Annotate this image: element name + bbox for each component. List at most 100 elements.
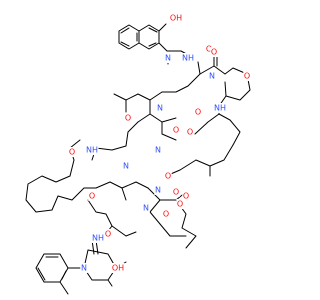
atom-label-background <box>154 185 162 195</box>
atom-label: NH <box>86 146 98 155</box>
bond <box>37 256 67 281</box>
atom-n: N <box>164 53 172 63</box>
atom-o: OH <box>169 13 183 23</box>
bond <box>159 223 187 237</box>
atom-label-background <box>210 47 218 57</box>
bond <box>107 279 113 287</box>
atom-label-background <box>156 103 164 113</box>
bond <box>35 253 69 283</box>
bond <box>161 121 177 141</box>
bond <box>69 139 81 177</box>
atom-label: O <box>89 192 95 201</box>
bond <box>195 144 234 167</box>
atom-label-background <box>80 263 88 273</box>
atom-label-background <box>68 147 76 157</box>
bond <box>137 99 151 123</box>
bond <box>213 56 218 67</box>
atom-o: O <box>162 209 170 219</box>
atom-label-background <box>122 161 130 171</box>
atom-n: N <box>208 71 216 81</box>
atom-o: O <box>182 191 190 201</box>
atom-label-background <box>182 191 190 201</box>
atom-label: N <box>81 264 87 273</box>
atom-n: N <box>122 161 130 171</box>
bond <box>87 199 113 227</box>
atom-n: N <box>142 203 150 213</box>
atom-label-background <box>154 145 162 155</box>
atom-o: O <box>68 147 76 157</box>
atom-label: O <box>105 230 111 239</box>
atom-label-background <box>88 191 96 201</box>
atom-n: N <box>154 185 162 195</box>
bond <box>121 187 127 201</box>
atom-label-background <box>243 71 251 81</box>
atom-label-background <box>181 53 195 63</box>
atom-label: O <box>69 148 75 157</box>
atom-label-background <box>172 125 180 135</box>
atom-label: O <box>125 114 131 123</box>
atom-o: O <box>210 47 218 57</box>
atom-label-background <box>111 263 125 273</box>
atom-label-background <box>164 53 172 63</box>
atom-o: O <box>205 44 213 54</box>
atom-n: NH <box>85 145 99 155</box>
atom-n: NH <box>181 53 195 63</box>
bond <box>197 61 201 75</box>
atom-label: NH <box>182 54 194 63</box>
atom-label: N <box>209 72 215 81</box>
atom-label: O <box>211 48 217 57</box>
atom-label: N <box>143 204 149 213</box>
bond <box>148 27 158 47</box>
atom-label: OH <box>170 14 182 23</box>
bond <box>149 113 177 123</box>
bond <box>118 24 140 50</box>
atom-label-background <box>104 229 112 239</box>
atom-o: OH <box>111 263 125 273</box>
atom-label-background <box>91 233 105 243</box>
bond <box>95 181 149 189</box>
atom-label-background <box>142 203 150 213</box>
atom-o: O <box>124 113 132 123</box>
atom-label-background <box>172 187 180 197</box>
bond-layer <box>25 23 251 295</box>
atom-label-background <box>169 13 183 23</box>
atom-label: O <box>165 172 171 181</box>
bond <box>161 73 201 93</box>
atom-n: N <box>80 263 88 273</box>
bond <box>111 225 137 237</box>
atom-o: O <box>164 171 172 181</box>
atom-label: O <box>177 200 183 209</box>
atom-o: O <box>176 199 184 209</box>
atom-label-background <box>164 171 172 181</box>
atom-label-background <box>124 113 132 123</box>
atom-o: O <box>172 187 180 197</box>
bond <box>194 113 220 135</box>
atom-label: O <box>187 128 193 137</box>
atom-label: N <box>155 146 161 155</box>
bond <box>57 187 97 201</box>
atom-label-background <box>194 107 202 117</box>
bond <box>113 91 163 101</box>
atom-label: N <box>123 162 129 171</box>
bond <box>138 24 160 50</box>
atom-o: O <box>88 191 96 201</box>
atom-label: O <box>206 45 212 54</box>
atom-n: NH <box>213 103 227 113</box>
atom-o: O <box>243 71 251 81</box>
atom-label: O <box>173 188 179 197</box>
atom-label: N <box>165 54 171 63</box>
atom-label: NH <box>92 234 104 243</box>
atom-label-background <box>205 44 213 54</box>
bond <box>120 27 138 47</box>
bond <box>25 175 71 213</box>
bond <box>218 113 241 146</box>
atom-n: NH <box>91 233 105 243</box>
atom-label-background <box>186 127 194 137</box>
atom-label: OH <box>112 264 124 273</box>
atom-label: O <box>173 126 179 135</box>
atom-label-background <box>208 71 216 81</box>
atom-label: O <box>183 192 189 201</box>
